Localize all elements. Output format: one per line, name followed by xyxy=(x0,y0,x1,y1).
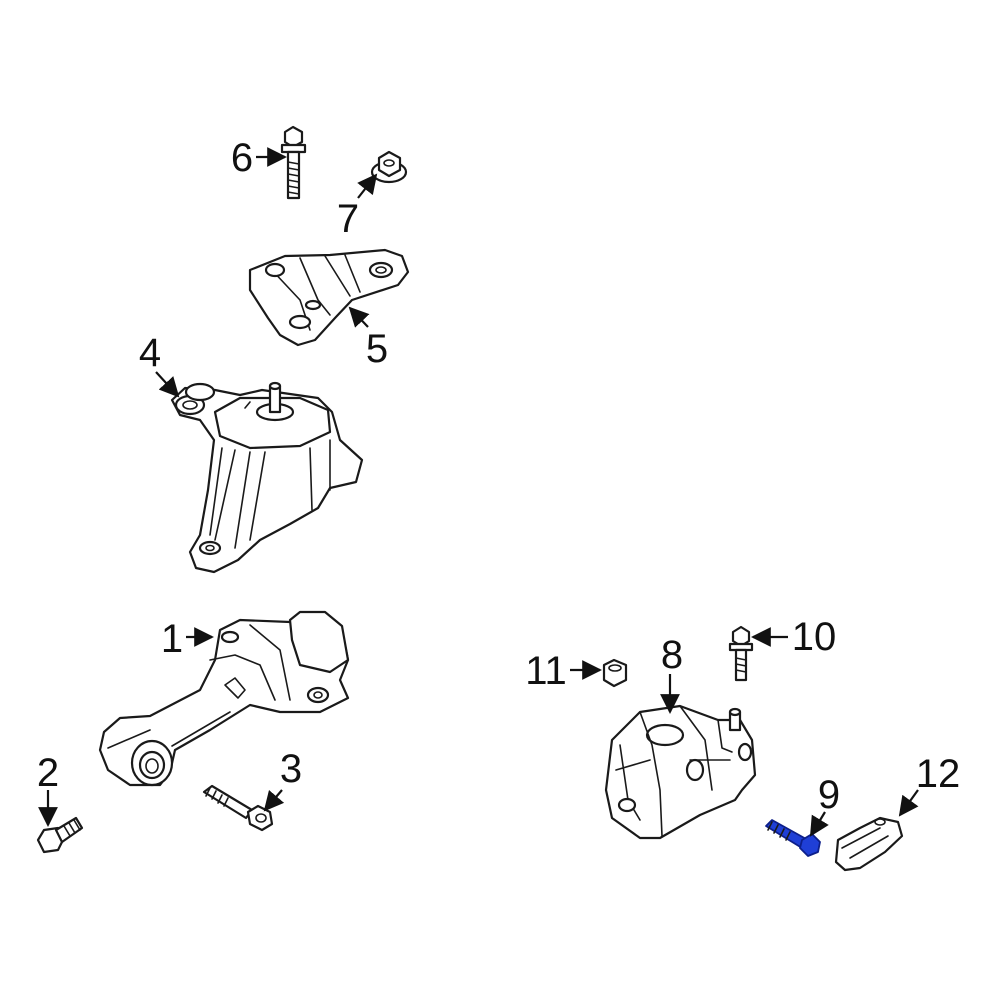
part-12-cover[interactable] xyxy=(834,816,904,872)
callout-labels: 1 2 3 4 5 6 7 8 9 10 11 12 xyxy=(37,136,960,817)
callout-5: 5 xyxy=(366,327,388,371)
part-1-torque-rod[interactable] xyxy=(98,610,350,787)
part-11-nut[interactable] xyxy=(602,658,628,688)
callout-12: 12 xyxy=(916,752,961,796)
callout-4: 4 xyxy=(139,331,161,375)
part-2-bolt[interactable] xyxy=(36,816,84,854)
callout-7: 7 xyxy=(337,197,359,241)
callout-6: 6 xyxy=(231,136,253,180)
callout-9: 9 xyxy=(818,773,840,817)
callout-8: 8 xyxy=(661,633,683,677)
part-8-transmission-mount[interactable] xyxy=(604,704,757,840)
part-6-bolt[interactable] xyxy=(280,125,307,200)
part-3-bolt[interactable] xyxy=(202,784,274,832)
callout-10: 10 xyxy=(792,615,837,659)
part-4-engine-mount[interactable] xyxy=(170,381,364,574)
callout-1: 1 xyxy=(161,617,183,661)
callout-3: 3 xyxy=(280,747,302,791)
leader-lines xyxy=(38,147,919,837)
part-9-bolt[interactable] xyxy=(765,819,821,857)
callout-2: 2 xyxy=(37,751,59,795)
part-7-nut[interactable] xyxy=(370,150,408,184)
part-5-bracket[interactable] xyxy=(248,248,410,347)
callout-11: 11 xyxy=(525,649,567,693)
part-10-bolt[interactable] xyxy=(728,625,754,682)
